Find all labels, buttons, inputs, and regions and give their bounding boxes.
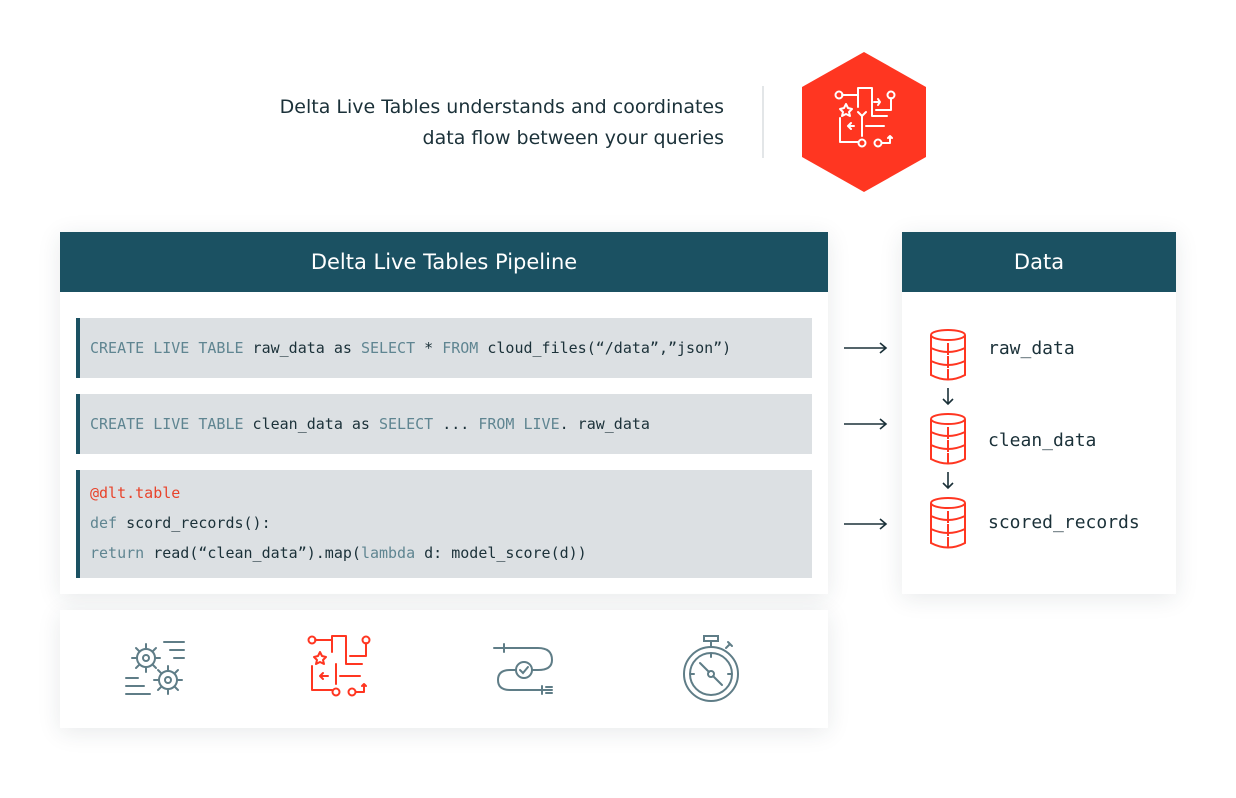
query-clean-data: CREATE LIVE TABLE clean_data as SELECT .… xyxy=(76,394,812,454)
code-keyword: CREATE LIVE TABLE xyxy=(90,415,244,433)
pipeline-flow-icon xyxy=(802,52,926,192)
pipeline-title: Delta Live Tables Pipeline xyxy=(60,232,828,292)
code-keyword: FROM xyxy=(442,339,479,357)
pipeline-panel: Delta Live Tables Pipeline CREATE LIVE T… xyxy=(60,232,828,594)
tagline-line-1: Delta Live Tables understands and coordi… xyxy=(279,96,724,118)
arrow-down-icon xyxy=(942,388,954,406)
arrow-right-icon xyxy=(844,342,888,354)
feature-icons-panel xyxy=(60,610,828,728)
table-name-raw-data: raw_data xyxy=(988,338,1075,359)
code-text: . raw_data xyxy=(559,415,650,433)
code-keyword: FROM LIVE xyxy=(478,415,560,433)
code-keyword: CREATE LIVE TABLE xyxy=(90,339,244,357)
pipeline-flow-icon xyxy=(307,635,371,697)
query-scored-records: @dlt.table def scord_records(): return r… xyxy=(76,470,812,578)
code-keyword: lambda xyxy=(360,544,416,562)
divider xyxy=(762,86,764,158)
code-text: ... xyxy=(433,415,479,433)
tagline: Delta Live Tables understands and coordi… xyxy=(204,92,724,154)
data-panel: Data raw_data clean_data scored_rec xyxy=(902,232,1176,594)
database-icon xyxy=(930,497,966,549)
cable-check-icon xyxy=(493,643,554,695)
code-text: d: model_score(d)) xyxy=(415,544,587,562)
code-text: cloud_files(“/data”,”json”) xyxy=(478,339,732,357)
code-text: * xyxy=(415,339,443,357)
database-icon xyxy=(930,329,966,381)
code-line-def: def scord_records(): xyxy=(90,512,812,542)
code-text: read(“clean_data”).map( xyxy=(144,544,361,562)
table-name-clean-data: clean_data xyxy=(988,430,1097,451)
stopwatch-icon xyxy=(683,635,739,702)
tagline-line-2: data flow between your queries xyxy=(422,127,724,149)
code-line-return: return read(“clean_data”).map(lambda d: … xyxy=(90,542,812,572)
gears-speed-icon xyxy=(125,641,185,695)
code-keyword: return xyxy=(90,544,145,562)
code-keyword: SELECT xyxy=(360,339,416,357)
database-icon xyxy=(930,413,966,465)
data-title: Data xyxy=(902,232,1176,292)
arrow-right-icon xyxy=(844,518,888,530)
query-raw-data: CREATE LIVE TABLE raw_data as SELECT * F… xyxy=(76,318,812,378)
code-keyword: def xyxy=(90,514,118,532)
arrow-right-icon xyxy=(844,418,888,430)
arrow-down-icon xyxy=(942,472,954,490)
code-text: raw_data as xyxy=(243,339,361,357)
code-decorator: @dlt.table xyxy=(90,484,181,502)
table-name-scored-records: scored_records xyxy=(988,512,1140,533)
code-keyword: SELECT xyxy=(379,415,434,433)
code-text: clean_data as xyxy=(243,415,379,433)
code-text: scord_records(): xyxy=(117,514,271,532)
